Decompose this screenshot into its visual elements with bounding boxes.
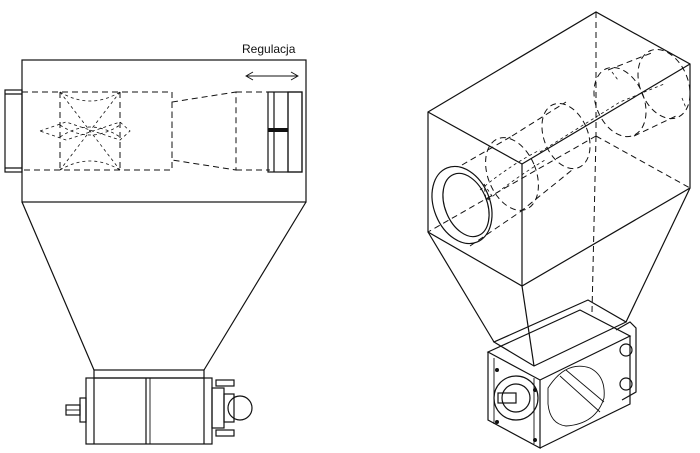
front-hopper bbox=[21, 201, 307, 371]
front-right-flange bbox=[267, 91, 303, 173]
iso-hopper bbox=[427, 135, 691, 367]
front-hidden-inlet bbox=[21, 91, 173, 171]
iso-view bbox=[427, 11, 691, 450]
front-view: Regulacja bbox=[4, 42, 307, 445]
iso-hidden-outlet bbox=[539, 48, 691, 153]
regulation-arrow bbox=[245, 71, 299, 81]
iso-hidden-pipe bbox=[461, 101, 591, 247]
iso-inlet-pipe bbox=[431, 165, 493, 245]
iso-rotary-valve bbox=[486, 299, 637, 450]
front-box bbox=[21, 59, 307, 203]
front-hidden-reducer bbox=[171, 91, 270, 171]
front-left-flange bbox=[4, 89, 23, 173]
regulation-label: Regulacja bbox=[242, 42, 296, 56]
front-rotary-valve bbox=[65, 369, 253, 445]
